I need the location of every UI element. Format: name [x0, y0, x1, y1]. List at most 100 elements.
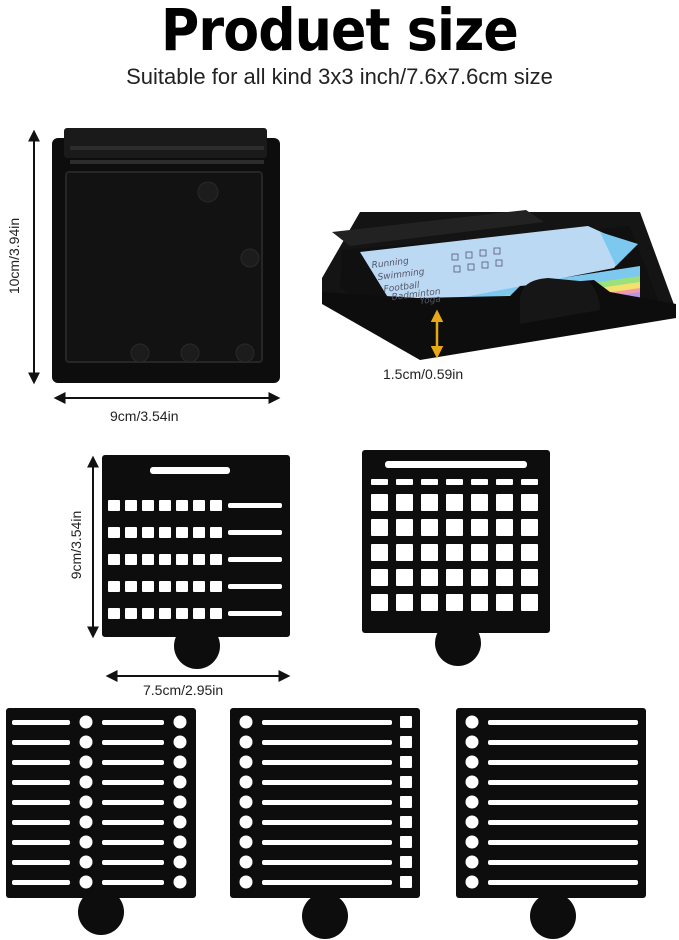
cutout-dot: [465, 755, 479, 769]
cutout-grid-cell: [521, 569, 538, 586]
cutout-line: [488, 840, 638, 845]
page-title: Produet size: [161, 0, 519, 64]
cutout-box: [400, 756, 412, 768]
cutout-line: [228, 557, 282, 562]
cutout-line: [12, 800, 70, 805]
cutout-box: [400, 876, 412, 888]
cutout-dot: [173, 715, 187, 729]
cutout-box: [400, 796, 412, 808]
cutout-grid-cell: [396, 544, 413, 561]
holder-width-label: 9cm/3.54in: [110, 408, 179, 424]
cutout-grid-cell: [371, 544, 388, 561]
cutout-dot: [173, 855, 187, 869]
cutout-line: [12, 780, 70, 785]
cutout-square: [142, 500, 154, 511]
cutout-dot: [173, 755, 187, 769]
cutout-dot: [239, 815, 253, 829]
cutout-grid-cell: [396, 519, 413, 536]
cutout-grid-cell: [421, 569, 438, 586]
cutout-square: [142, 527, 154, 538]
cutout-box: [400, 776, 412, 788]
cutout-dot: [465, 795, 479, 809]
cutout-square: [142, 554, 154, 565]
template-lined-list: [456, 708, 646, 939]
cutout-grid-cell: [396, 569, 413, 586]
cutout-line: [262, 720, 392, 725]
cutout-square: [176, 554, 188, 565]
cutout-header-cell: [371, 479, 388, 485]
cutout-line: [488, 720, 638, 725]
cutout-line: [228, 530, 282, 535]
cutout-dot: [239, 795, 253, 809]
cutout-dot: [79, 795, 93, 809]
cutout-square: [159, 581, 171, 592]
cutout-box: [400, 716, 412, 728]
cutout-square: [125, 608, 137, 619]
cutout-square: [108, 554, 120, 565]
cutout-grid-cell: [371, 519, 388, 536]
cutout-dot: [79, 735, 93, 749]
page-subtitle: Suitable for all kind 3x3 inch/7.6x7.6cm…: [126, 64, 553, 89]
cutout-line: [262, 820, 392, 825]
cutout-header-cell: [521, 479, 538, 485]
cutout-square: [193, 608, 205, 619]
cutout-dot: [465, 855, 479, 869]
template-grid: [362, 450, 550, 666]
holder-depth-label: 1.5cm/0.59in: [383, 366, 464, 382]
cutout-line: [102, 860, 164, 865]
cutout-square: [159, 500, 171, 511]
cutout-line: [488, 760, 638, 765]
cutout-grid-cell: [471, 569, 488, 586]
cutout-dot: [239, 735, 253, 749]
cutout-grid-cell: [471, 544, 488, 561]
cutout-line: [488, 800, 638, 805]
cutout-line: [102, 820, 164, 825]
cutout-square: [159, 608, 171, 619]
cutout-square: [125, 500, 137, 511]
cutout-grid-cell: [496, 494, 513, 511]
cutout-grid-cell: [421, 544, 438, 561]
cutout-dot: [79, 755, 93, 769]
cutout-dot: [465, 735, 479, 749]
cutout-header-cell: [446, 479, 463, 485]
note-line: Running: [371, 256, 410, 271]
cutout-square: [176, 500, 188, 511]
cutout-dot: [79, 815, 93, 829]
cutout-dot: [239, 755, 253, 769]
cutout-line: [228, 584, 282, 589]
cutout-grid-cell: [446, 519, 463, 536]
cutout-dot: [465, 875, 479, 889]
cutout-square: [176, 608, 188, 619]
cutout-dot: [173, 835, 187, 849]
cutout-header-cell: [421, 479, 438, 485]
cutout-square: [193, 500, 205, 511]
cutout-square: [159, 554, 171, 565]
cutout-dot: [239, 835, 253, 849]
cutout-line: [12, 840, 70, 845]
note-handwriting: Running Swimming Football Badminton Yoga: [371, 256, 441, 307]
cutout-line: [262, 860, 392, 865]
cutout-line: [102, 760, 164, 765]
cutout-grid-cell: [521, 544, 538, 561]
cutout-dot: [79, 775, 93, 789]
cutout-square: [142, 581, 154, 592]
cutout-box: [400, 836, 412, 848]
cutout-box: [400, 736, 412, 748]
cutout-square: [193, 581, 205, 592]
template-habit-tracker: [102, 455, 290, 669]
cutout-grid-cell: [521, 519, 538, 536]
cutout-dot: [173, 815, 187, 829]
cutout-line: [488, 740, 638, 745]
cutout-line: [102, 720, 164, 725]
holder-top-view: [52, 128, 280, 383]
cutout-line: [228, 503, 282, 508]
cutout-square: [125, 554, 137, 565]
cutout-grid-cell: [371, 569, 388, 586]
cutout-line: [488, 780, 638, 785]
cutout-line: [102, 840, 164, 845]
cutout-square: [176, 581, 188, 592]
cutout-line: [12, 760, 70, 765]
cutout-box: [400, 856, 412, 868]
cutout-line: [228, 611, 282, 616]
